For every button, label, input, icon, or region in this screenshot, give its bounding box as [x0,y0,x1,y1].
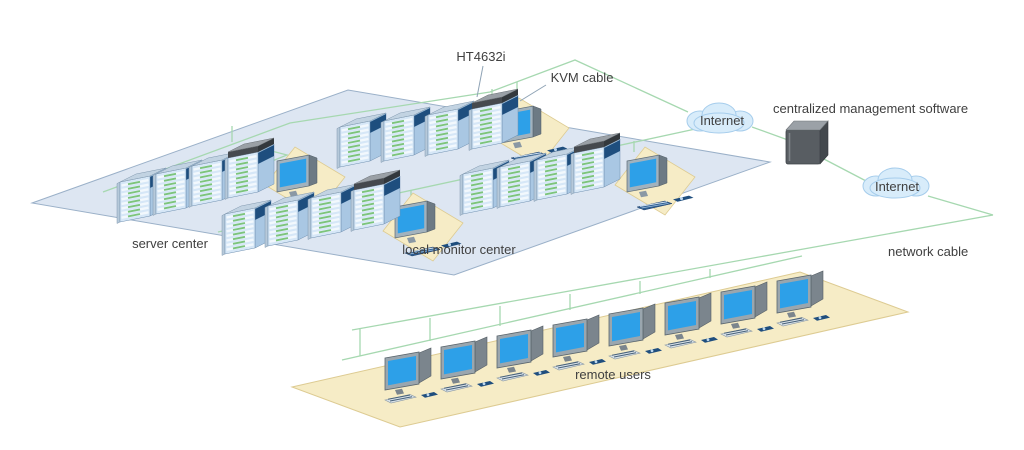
kvm-cable-pointer-line [519,84,547,102]
internet-bottom-label: Internet [875,179,919,194]
internet-top-label: Internet [700,113,744,128]
cable-internet-to-network [927,195,994,216]
local-monitor-center-label: local monitor center [402,242,516,257]
remote-users-label: remote users [575,367,651,382]
ht4632i-pointer-line [476,65,484,98]
ht4632i-label: HT4632i [456,49,505,64]
remote-bus-line [341,255,803,361]
cable-internet-to-management [751,126,789,141]
cable-management-to-internet [821,157,869,183]
management-server-icon [785,120,829,165]
kvm-cable-label: KVM cable [551,70,614,85]
management-software-label: centralized management software [773,101,968,116]
network-cable-label: network cable [888,244,968,259]
kvm-cable-line [102,59,689,193]
server-center-label: server center [132,236,209,251]
network-cable-line [351,214,994,331]
callout-pointers [476,65,547,102]
server-center-floor [30,89,772,276]
